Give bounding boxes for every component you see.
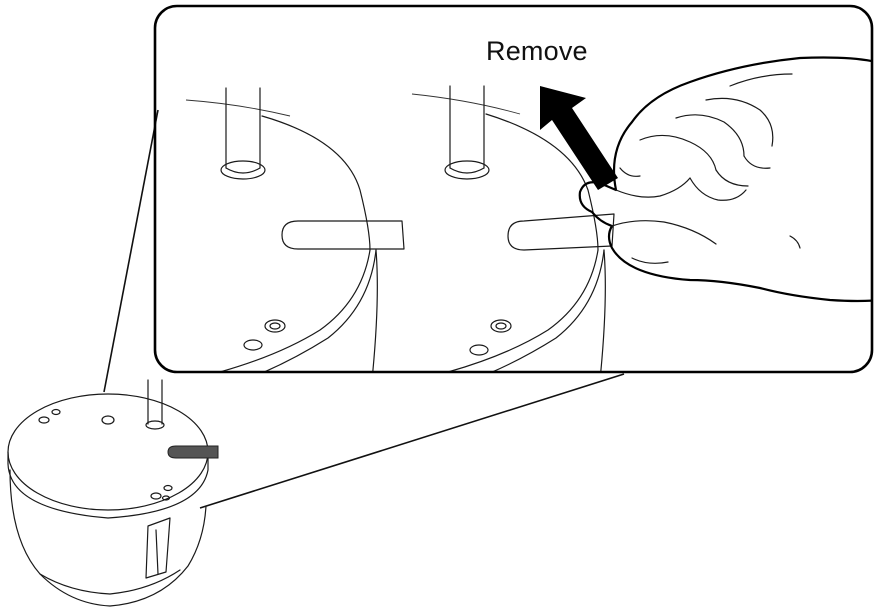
- leader-line-left: [103, 109, 159, 393]
- remove-label: Remove: [486, 36, 588, 66]
- leader-line-right: [199, 373, 625, 509]
- detail-unit-left: [185, 87, 405, 372]
- hand-icon: [578, 56, 872, 303]
- zoom-detail-box: [153, 4, 874, 374]
- camera-unit: [7, 379, 219, 607]
- detail-unit-right: [411, 85, 615, 372]
- up-left-arrow-icon: [540, 86, 618, 190]
